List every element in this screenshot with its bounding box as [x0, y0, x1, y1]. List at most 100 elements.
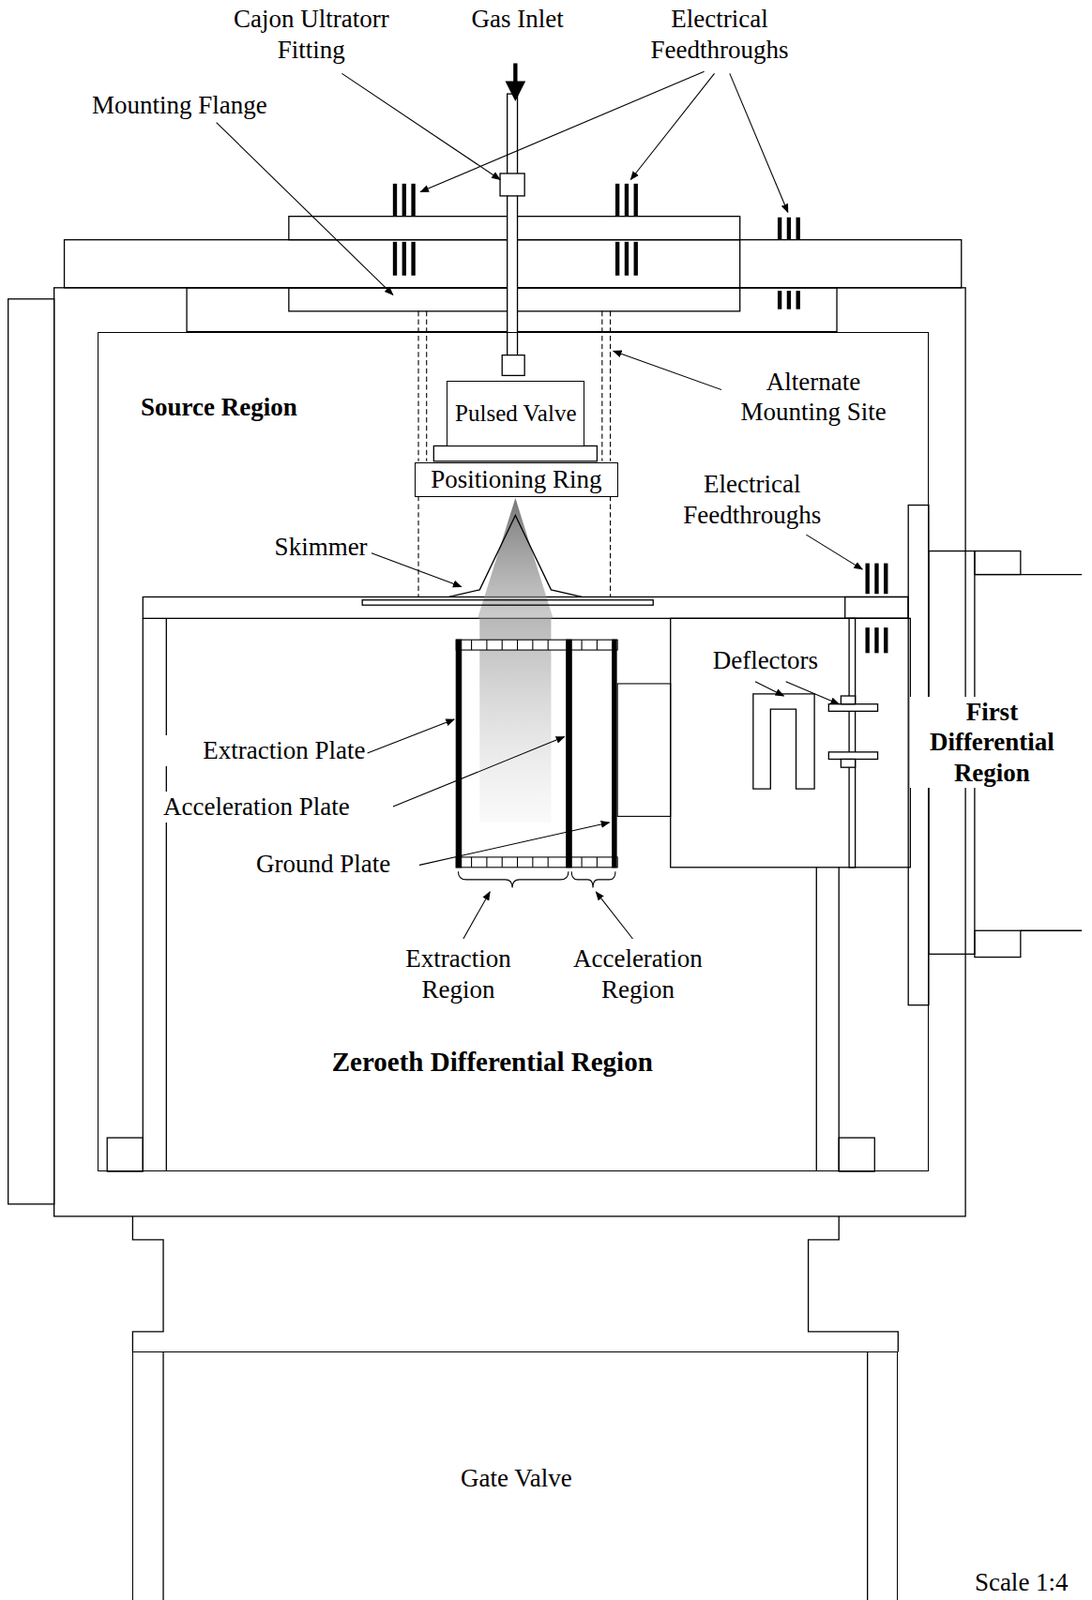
skimmer	[449, 515, 582, 597]
feedthrough-pins	[410, 242, 415, 276]
part-label: Extraction Region	[381, 943, 535, 1005]
skimmer	[362, 600, 653, 606]
deflector-assembly	[828, 752, 878, 760]
spacer-ticks	[485, 857, 487, 868]
part-label: Mounting Flange	[91, 90, 327, 121]
gas-inlet	[507, 93, 518, 363]
leader-lines	[392, 737, 565, 808]
chamber-walls	[670, 618, 911, 867]
node-label: Positioning Ring	[430, 466, 602, 493]
gas-inlet	[506, 81, 526, 101]
feedthrough-pins	[624, 183, 629, 217]
chamber-walls	[739, 240, 741, 289]
deflector-assembly	[840, 758, 855, 768]
extraction-stack	[612, 639, 617, 868]
chamber-walls	[166, 618, 167, 1172]
part-label: Electrical Feedthroughs	[654, 469, 850, 531]
spacer-ticks	[596, 639, 598, 651]
chamber-walls	[8, 299, 55, 1205]
extraction-stack	[617, 683, 671, 817]
feedthrough-pins	[624, 242, 629, 276]
chamber-walls	[866, 1352, 868, 1600]
chamber-walls	[162, 1352, 164, 1600]
feedthrough-pins	[615, 183, 620, 217]
chamber-walls	[974, 930, 1021, 957]
spacer-ticks	[501, 857, 503, 868]
feedthrough-pins	[393, 242, 397, 276]
deflector-assembly	[849, 618, 856, 867]
feedthrough-pins	[410, 183, 415, 217]
chamber-walls	[838, 867, 840, 1172]
spacer-ticks	[531, 639, 533, 651]
part-label: Scale 1:4	[974, 1567, 1090, 1598]
feedthrough-pins	[883, 627, 888, 653]
chamber-walls	[106, 1137, 143, 1172]
deflector-assembly	[753, 694, 815, 789]
feedthrough-pins	[393, 183, 397, 217]
extraction-stack	[571, 871, 616, 888]
feedthrough-pins	[796, 217, 801, 241]
leader-lines	[755, 682, 784, 697]
feedthrough-pins	[402, 242, 407, 276]
spacer-ticks	[470, 639, 472, 651]
node-label: Zeroeth Differential Region	[166, 1046, 818, 1079]
chamber-walls	[816, 867, 818, 1172]
part-label: Cajon Ultratorr Fitting	[209, 3, 414, 65]
leader-lines	[367, 719, 455, 754]
gas-inlet	[501, 355, 525, 377]
deflector-assembly	[828, 704, 878, 713]
chamber-walls	[132, 1216, 164, 1353]
spacer-ticks	[471, 639, 598, 868]
chamber-walls	[1020, 930, 1082, 932]
extraction-stack	[455, 857, 618, 868]
part-label: First Differential Region	[910, 697, 1074, 789]
feedthrough-pins	[874, 563, 879, 595]
leader-lines	[418, 822, 609, 866]
spacer-ticks	[516, 639, 518, 651]
spacer-ticks	[501, 639, 503, 651]
leader-lines	[630, 73, 714, 180]
feedthrough-pins	[874, 627, 879, 653]
chamber-walls	[808, 1216, 899, 1353]
chamber-walls	[838, 1137, 875, 1172]
chamber-walls	[54, 288, 966, 1217]
spacer-ticks	[531, 857, 533, 868]
mounting-rods	[609, 496, 611, 598]
leader-lines	[463, 892, 490, 940]
part-label: Extraction Plate	[146, 735, 366, 766]
spacer-ticks	[516, 857, 518, 868]
skimmer	[362, 515, 653, 606]
part-label: Deflectors	[694, 645, 837, 676]
deflector-assembly	[840, 696, 855, 705]
chamber-walls	[8, 216, 1082, 1600]
spacer-ticks	[581, 857, 583, 868]
node-label: Pulsed Valve	[455, 401, 577, 426]
extraction-stack	[455, 639, 618, 651]
node-label: Gate Valve	[133, 1463, 899, 1494]
spacer-ticks	[547, 857, 549, 868]
mounting-rods	[609, 311, 611, 462]
mounting-rods	[601, 311, 603, 462]
feedthrough-pins	[864, 627, 869, 653]
leader-lines	[786, 682, 840, 705]
spacer-ticks	[470, 857, 472, 868]
gas-inlet	[500, 173, 525, 197]
part-label: Electrical Feedthroughs	[617, 3, 822, 65]
leader-lines	[371, 553, 462, 588]
feedthrough-pins	[883, 563, 888, 595]
zeroeth-region: Zeroeth Differential Region	[166, 619, 818, 1173]
feedthrough-pins	[634, 242, 638, 276]
feedthrough-pins	[864, 563, 869, 595]
feedthrough-pins	[615, 242, 620, 276]
part-label: Skimmer	[244, 531, 368, 562]
chamber-walls	[1020, 574, 1082, 576]
spacer-ticks	[485, 639, 487, 651]
part-label: Ground Plate	[256, 849, 420, 880]
leader-lines	[805, 534, 863, 570]
leader-lines	[216, 122, 394, 296]
part-label: Gas Inlet	[451, 3, 584, 34]
chamber-walls	[142, 618, 144, 1172]
feedthrough-pins	[777, 217, 782, 241]
gas-inlet	[433, 445, 597, 461]
spacer-ticks	[581, 639, 583, 651]
